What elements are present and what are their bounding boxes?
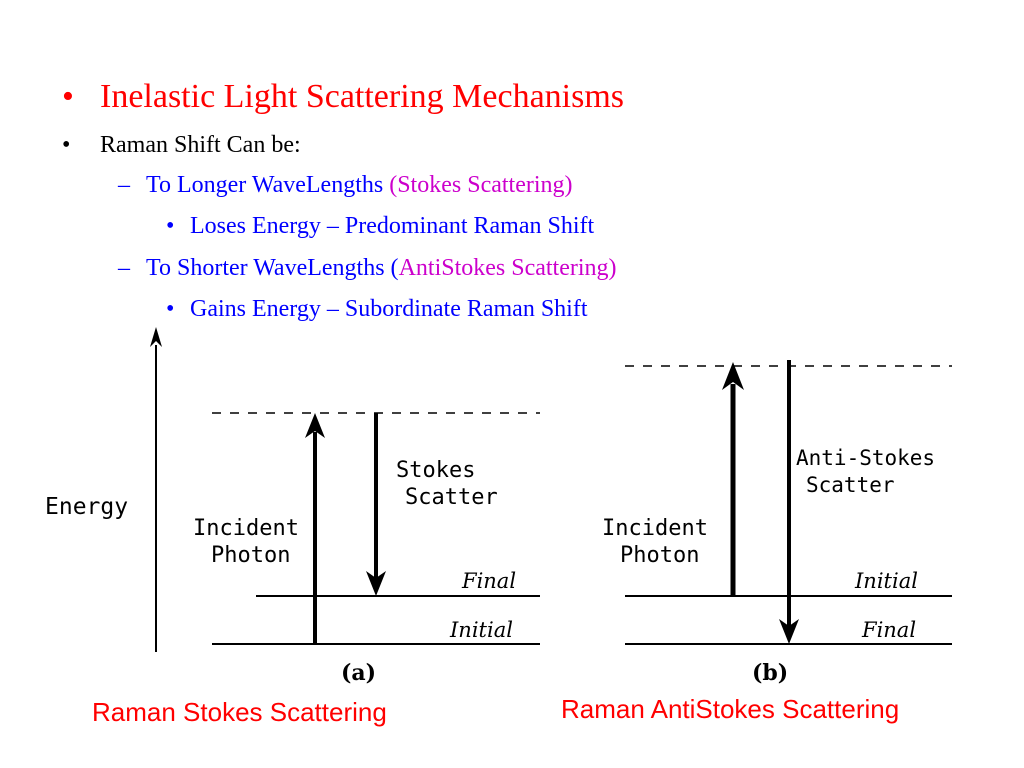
energy-axis-label: Energy [45,494,128,520]
incident-label-a-line1: Incident [193,516,299,541]
dash-icon: – [118,172,130,198]
scatter-label-a-line2: Scatter [405,485,498,510]
incident-arrowhead-a [305,413,325,438]
lower-level-label-a: Initial [449,618,513,642]
intro-bullet: • Raman Shift Can be: [62,132,301,159]
slide-heading: • Inelastic Light Scattering Mechanisms [62,78,624,116]
stokes-item-highlight: (Stokes Scattering) [389,172,573,198]
stokes-item: –To Longer WaveLengths (Stokes Scatterin… [118,172,573,199]
panel-b: Incident Photon Anti-Stokes Scatter Init… [602,360,952,686]
upper-level-label-b: Initial [854,569,918,593]
scatter-label-a-line1: Stokes [396,458,475,483]
panel-label-a: (a) [341,660,376,686]
scatter-arrowhead-b [779,619,799,644]
energy-axis-arrowhead [150,327,162,347]
antistokes-subitem: • Gains Energy – Subordinate Raman Shift [166,296,588,323]
stokes-subitem: • Loses Energy – Predominant Raman Shift [166,213,594,240]
panel-label-b: (b) [752,660,788,686]
stokes-subitem-text: Loses Energy – Predominant Raman Shift [190,213,595,239]
antistokes-subitem-text: Gains Energy – Subordinate Raman Shift [190,296,588,322]
caption-stokes: Raman Stokes Scattering [92,697,387,727]
heading-text: Inelastic Light Scattering Mechanisms [100,78,625,115]
incident-label-b-line2: Photon [620,543,699,568]
stokes-item-text: To Longer WaveLengths [146,172,390,198]
bullet-icon: • [166,296,175,322]
antistokes-item-text: To Shorter WaveLengths ( [146,255,399,281]
panel-a: Incident Photon Stokes Scatter Final Ini… [193,412,540,686]
energy-axis: Energy [45,327,162,652]
bullet-icon: • [166,213,175,239]
bullet-icon: • [62,78,74,115]
incident-label-b-line1: Incident [602,516,708,541]
bullet-icon: • [62,132,71,158]
antistokes-item-highlight: AntiStokes Scattering) [398,255,617,281]
scatter-label-b-line1: Anti-Stokes [796,446,935,470]
lower-level-label-b: Final [861,618,916,642]
intro-text: Raman Shift Can be: [100,132,301,158]
dash-icon: – [118,255,130,281]
scatter-label-b-line2: Scatter [806,473,895,497]
incident-arrowhead-b [722,362,744,390]
upper-level-label-a: Final [461,569,516,593]
caption-antistokes: Raman AntiStokes Scattering [561,694,900,724]
incident-label-a-line2: Photon [211,543,290,568]
scatter-arrowhead-a [366,571,386,596]
antistokes-item: –To Shorter WaveLengths (AntiStokes Scat… [118,255,617,282]
